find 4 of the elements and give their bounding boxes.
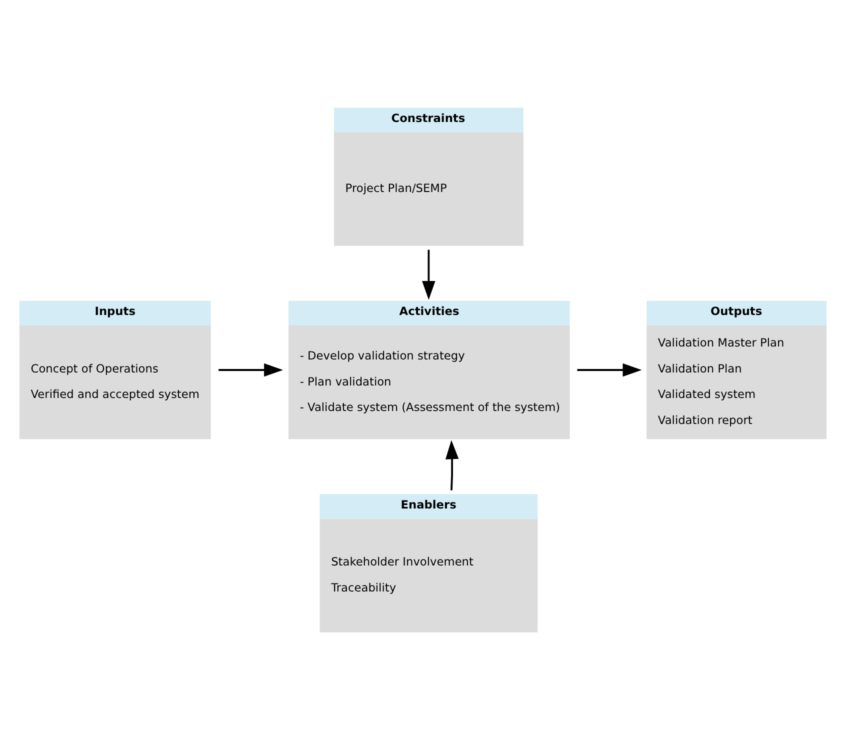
arrow <box>577 363 642 377</box>
arrow <box>422 250 436 300</box>
arrow <box>445 440 459 490</box>
arrow <box>218 363 284 377</box>
